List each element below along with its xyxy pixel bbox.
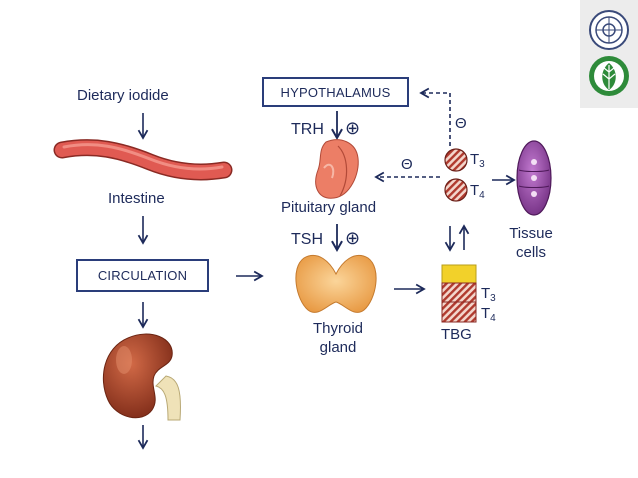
kidney-icon xyxy=(102,333,181,421)
t4-molecule-icon xyxy=(444,178,468,202)
thyroid-icon xyxy=(295,254,377,313)
hypothalamus-box: HYPOTHALAMUS xyxy=(262,77,409,107)
trh-stimulate-symbol: ⊕ xyxy=(345,118,361,138)
t4-molecule-label: T4 xyxy=(470,182,485,201)
trh-label: TRH xyxy=(291,121,324,138)
intestine-icon xyxy=(53,139,233,181)
tissue-cells-label: Tissue cells xyxy=(501,225,561,262)
thyroid-label-line1: Thyroid xyxy=(312,320,364,337)
logo-panel xyxy=(580,0,638,108)
pituitary-label: Pituitary gland xyxy=(281,199,377,216)
tsh-label: TSH xyxy=(291,231,323,248)
intestine-label: Intestine xyxy=(108,190,165,207)
seal-logo-icon xyxy=(589,10,629,50)
pituitary-icon xyxy=(315,139,359,199)
dietary-iodide-label: Dietary iodide xyxy=(77,87,169,104)
tissue-label-line2: cells xyxy=(515,244,546,262)
leaf-logo-icon xyxy=(589,56,629,96)
inhibit-hypothalamus-symbol: Θ xyxy=(455,115,467,132)
tbg-label: TBG xyxy=(441,326,472,343)
tissue-label-line1: Tissue xyxy=(509,225,553,242)
t3-molecule-label: T3 xyxy=(470,151,485,170)
thyroid-label: Thyroid gland xyxy=(300,320,376,357)
t3-molecule-icon xyxy=(444,148,468,172)
inhibit-pituitary-symbol: Θ xyxy=(401,156,413,173)
t3-tbg-label: T3 xyxy=(481,285,496,304)
circulation-box: CIRCULATION xyxy=(76,259,209,292)
tbg-block-icon xyxy=(441,264,477,323)
t4-tbg-label: T4 xyxy=(481,305,496,324)
tissue-cell-icon xyxy=(516,140,552,216)
thyroid-label-line2: gland xyxy=(319,339,357,357)
tsh-stimulate-symbol: ⊕ xyxy=(345,228,361,248)
circulation-label: CIRCULATION xyxy=(97,268,188,283)
feedback-arrow-hypothalamus xyxy=(419,87,451,146)
hypothalamus-label: HYPOTHALAMUS xyxy=(280,84,391,100)
